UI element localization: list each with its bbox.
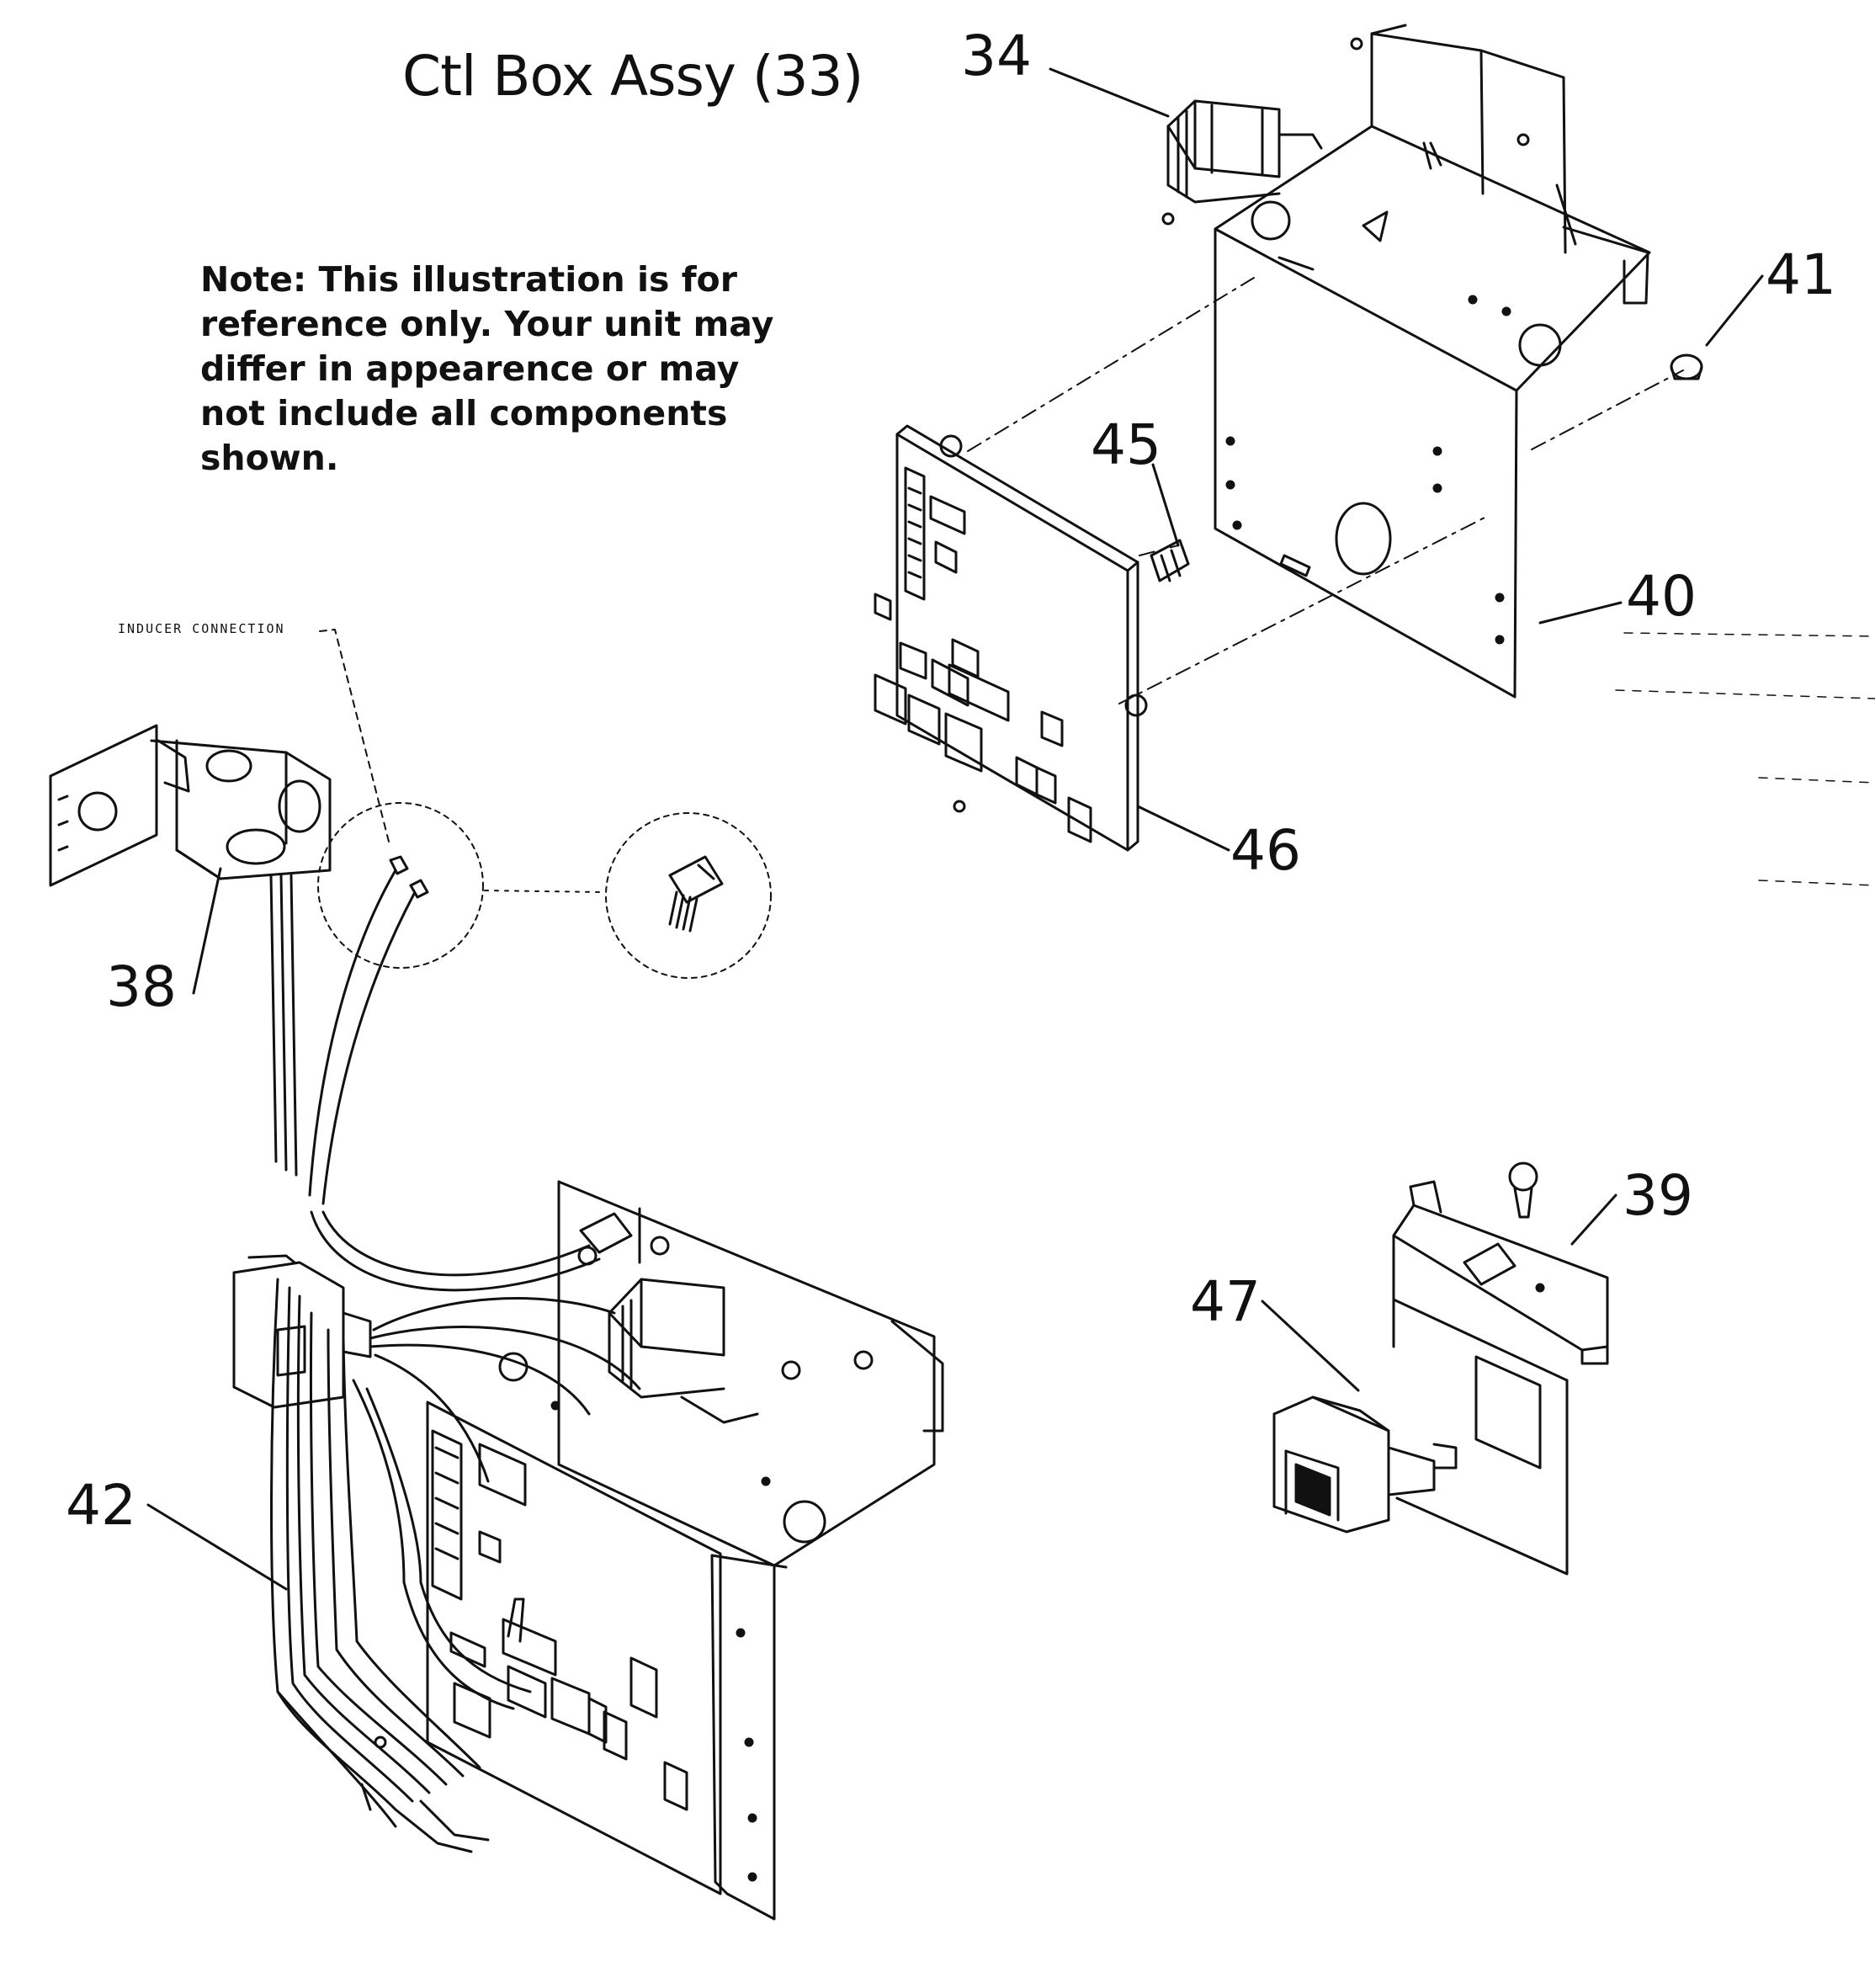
reference-note: Note: This illustration is for reference… <box>200 259 774 478</box>
callout-45: 45 <box>1091 412 1161 477</box>
circuit-board-top <box>875 426 1146 850</box>
transformer-top <box>1163 39 1528 224</box>
receptacle-bracket <box>50 726 330 885</box>
wire-harness-42 <box>272 1279 640 1852</box>
callout-40: 40 <box>1626 564 1697 629</box>
callout-34: 34 <box>961 24 1032 88</box>
fuse-holder <box>1151 540 1188 581</box>
inducer-connection-label: INDUCER CONNECTION <box>118 621 285 636</box>
assembled-control-box <box>234 1182 943 1919</box>
assembly-lines <box>968 278 1683 704</box>
callout-41: 41 <box>1766 242 1836 307</box>
callout-38: 38 <box>106 954 177 1019</box>
callout-39: 39 <box>1623 1163 1693 1228</box>
wire-harness-upper <box>271 870 599 1290</box>
limit-cap <box>1671 355 1702 379</box>
callout-42: 42 <box>66 1473 136 1538</box>
control-panel-top <box>1215 25 1649 697</box>
switch-bracket <box>1394 1163 1607 1574</box>
rocker-switch <box>1274 1397 1456 1532</box>
diagram-title: Ctl Box Assy (33) <box>402 44 863 109</box>
scan-marks <box>1616 633 1875 885</box>
callout-46: 46 <box>1230 818 1301 883</box>
callout-47: 47 <box>1190 1269 1261 1334</box>
leader-lines <box>148 69 1762 1589</box>
